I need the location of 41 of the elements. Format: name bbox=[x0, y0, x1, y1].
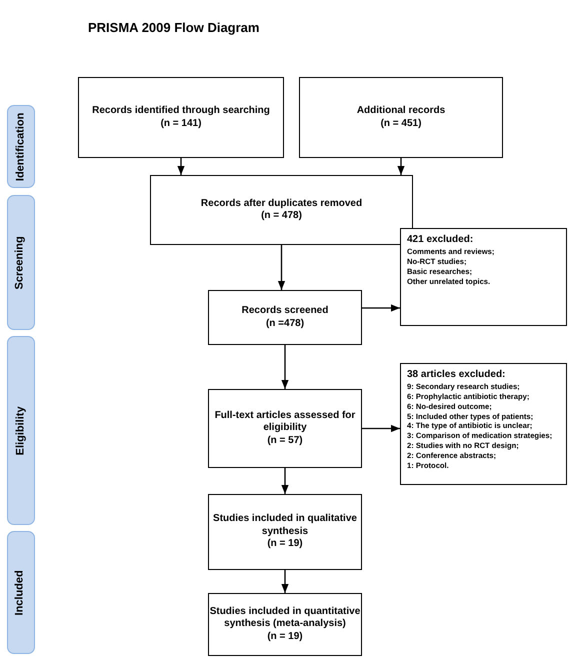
box-heading: Additional records bbox=[356, 105, 446, 118]
phase-band bbox=[7, 195, 35, 330]
box-heading: Studies included in qualitative synthesis bbox=[212, 513, 358, 538]
process-box bbox=[208, 290, 362, 345]
phase-label: Included bbox=[14, 570, 28, 616]
box-text: (n = 19) bbox=[267, 538, 303, 551]
box-heading: Records after duplicates removed bbox=[200, 198, 362, 210]
phase-label: Screening bbox=[14, 236, 28, 290]
box-text: (n = 478) bbox=[261, 210, 302, 222]
box-text: (n = 57) bbox=[267, 434, 303, 448]
diagram-title: PRISMA 2009 Flow Diagram bbox=[88, 20, 260, 35]
box-text: (n =478) bbox=[266, 318, 304, 330]
phase-band bbox=[7, 336, 35, 525]
process-box bbox=[208, 494, 362, 570]
arrow bbox=[397, 158, 405, 175]
arrow bbox=[281, 345, 289, 389]
box-text: (n = 19) bbox=[267, 630, 303, 644]
box-heading: Records screened bbox=[242, 305, 328, 318]
box-heading: 421 excluded: bbox=[407, 233, 474, 246]
process-box bbox=[208, 593, 362, 656]
box-text: (n = 451) bbox=[380, 118, 422, 130]
box-heading: Studies included in quantitative synthesis (meta-analysis) bbox=[209, 606, 361, 631]
box-text: (n = 141) bbox=[160, 118, 202, 130]
phase-label: Eligibility bbox=[14, 406, 28, 455]
arrow bbox=[362, 424, 400, 432]
phase-band bbox=[7, 531, 35, 654]
process-box bbox=[208, 389, 362, 468]
phase-band bbox=[7, 105, 35, 188]
arrow bbox=[177, 158, 185, 175]
phase-label: Identification bbox=[14, 112, 28, 181]
process-box bbox=[78, 77, 284, 158]
exclusion-box bbox=[400, 363, 567, 485]
arrow bbox=[278, 245, 286, 290]
arrow bbox=[362, 304, 400, 312]
arrow bbox=[281, 570, 289, 593]
box-heading: Full-text articles assessed for eligibility bbox=[214, 410, 356, 435]
arrow bbox=[281, 468, 289, 494]
box-heading: 38 articles excluded: bbox=[407, 368, 506, 381]
box-heading: Records identified through searching bbox=[92, 105, 270, 118]
exclusion-box bbox=[400, 228, 567, 326]
process-box bbox=[299, 77, 503, 158]
